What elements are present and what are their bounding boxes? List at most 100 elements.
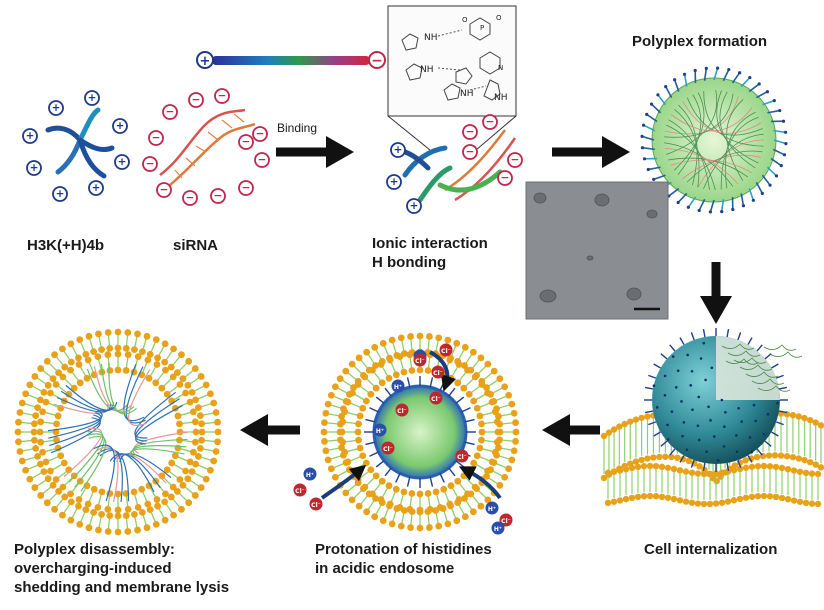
internalization-arrow: [700, 262, 732, 324]
inset-nh-label-4: NH: [494, 93, 508, 103]
endosome-arrow: [542, 414, 600, 446]
svg-text:+: +: [118, 156, 127, 168]
sphere-surface-peptides: [644, 328, 788, 472]
acidic-endosome: H⁺Cl⁻H⁺Cl⁻Cl⁻H⁺Cl⁻Cl⁻Cl⁻H⁺Cl⁻Cl⁻H⁺Cl⁻H⁺C…: [293, 332, 520, 535]
svg-text:Cl⁻: Cl⁻: [433, 370, 443, 377]
negative-charge-icon: −: [368, 51, 386, 69]
sirna-negative-charges: −−−−−−−−−−−−: [142, 88, 270, 206]
label-disassembly-line1: Polyplex disassembly:: [14, 541, 175, 558]
svg-text:−: −: [466, 146, 475, 158]
proton-ion-icon: H⁺: [391, 379, 405, 393]
endosome-ions: H⁺Cl⁻H⁺Cl⁻Cl⁻H⁺Cl⁻Cl⁻Cl⁻H⁺Cl⁻Cl⁻H⁺Cl⁻H⁺C…: [293, 343, 513, 535]
label-disassembly-line3: shedding and membrane lysis: [14, 579, 230, 596]
tem-micrograph: [525, 181, 669, 320]
svg-text:−: −: [160, 184, 169, 196]
positive-charge-icon: +: [390, 142, 406, 158]
positive-charge-icon: +: [84, 90, 100, 106]
svg-text:−: −: [152, 132, 161, 144]
polyplex-nanoparticle: [640, 66, 788, 214]
inset-nh-label-2: NH: [420, 65, 434, 75]
positive-charge-icon: +: [52, 186, 68, 202]
polyplex-peptide-fringe: [640, 66, 788, 214]
negative-charge-icon: −: [214, 88, 230, 104]
label-h3k: H3K(+H)4b: [27, 237, 105, 254]
negative-charge-icon: −: [142, 156, 158, 172]
svg-text:+: +: [410, 200, 419, 212]
positive-charge-icon: +: [88, 180, 104, 196]
disassembled-polyplex-endosome: [14, 328, 222, 536]
hydrogen-bond-inset: NH NH NH NH O O P N: [387, 5, 517, 151]
svg-text:H⁺: H⁺: [306, 472, 314, 479]
label-protonation-line1: Protonation of histidines: [315, 541, 492, 558]
svg-text:−: −: [242, 136, 251, 148]
svg-text:+: +: [30, 162, 39, 174]
label-sirna: siRNA: [173, 237, 219, 254]
chloride-ion-icon: Cl⁻: [309, 497, 323, 511]
chloride-ion-icon: Cl⁻: [395, 403, 409, 417]
charge-gradient-bar: + −: [196, 51, 386, 69]
svg-text:Cl⁻: Cl⁻: [457, 454, 467, 461]
complex-charges: +++−−−−−: [386, 114, 523, 214]
proton-influx-arrows: [320, 350, 502, 500]
sirna-double-helix: [159, 108, 256, 186]
negative-charge-icon: −: [507, 152, 523, 168]
negative-charge-icon: −: [162, 104, 178, 120]
chloride-ion-icon: Cl⁻: [413, 353, 427, 367]
svg-text:Cl⁻: Cl⁻: [415, 358, 425, 365]
positive-charge-icon: +: [196, 51, 214, 69]
negative-charge-icon: −: [188, 92, 204, 108]
svg-text:Cl⁻: Cl⁻: [431, 396, 441, 403]
svg-text:Cl⁻: Cl⁻: [383, 446, 393, 453]
disassembly-arrow: [240, 414, 300, 446]
positive-charge-icon: +: [112, 118, 128, 134]
svg-text:−: −: [218, 90, 227, 102]
negative-charge-icon: −: [497, 170, 513, 186]
svg-text:Cl⁻: Cl⁻: [295, 488, 305, 495]
inset-nh-label-3: NH: [460, 89, 474, 99]
endosome-polyplex-fringe: [364, 376, 476, 488]
chloride-ion-icon: Cl⁻: [293, 483, 307, 497]
positive-charge-icon: +: [406, 198, 422, 214]
inset-p-label: P: [480, 24, 484, 32]
svg-text:−: −: [186, 192, 195, 204]
inset-nh-label-1: NH: [424, 33, 438, 43]
svg-text:−: −: [511, 154, 520, 166]
negative-charge-icon: −: [210, 188, 226, 204]
label-ionic-line2: H bonding: [372, 254, 447, 271]
svg-text:Cl⁻: Cl⁻: [397, 408, 407, 415]
svg-text:−: −: [242, 182, 251, 194]
label-ionic-line1: Ionic interaction: [372, 235, 488, 252]
label-ionic-interaction: Ionic interaction H bonding: [372, 234, 488, 272]
svg-text:H⁺: H⁺: [394, 384, 402, 391]
positive-charge-icon: +: [26, 160, 42, 176]
negative-charge-icon: −: [252, 126, 268, 142]
svg-text:−: −: [466, 126, 475, 138]
internalized-polyplex-sphere: [644, 328, 803, 472]
label-cell-internalization: Cell internalization: [644, 541, 778, 558]
binding-arrow: [276, 136, 354, 168]
negative-charge-icon: −: [238, 134, 254, 150]
svg-text:+: +: [88, 92, 97, 104]
positive-charge-icon: +: [48, 100, 64, 116]
svg-text:H⁺: H⁺: [488, 506, 496, 513]
negative-charge-icon: −: [462, 144, 478, 160]
svg-text:H⁺: H⁺: [376, 428, 384, 435]
label-protonation-line2: in acidic endosome: [315, 560, 455, 577]
inset-o-label-2: O: [496, 14, 502, 22]
label-polyplex-disassembly: Polyplex disassembly: overcharging-induc…: [14, 540, 229, 597]
proton-ion-icon: H⁺: [303, 467, 317, 481]
proton-ion-icon: H⁺: [485, 501, 499, 515]
positive-charge-icon: +: [386, 174, 402, 190]
label-polyplex-formation: Polyplex formation: [632, 33, 768, 50]
chloride-ion-icon: Cl⁻: [439, 343, 453, 357]
h3k-peptide-illustration: [45, 107, 115, 179]
svg-text:+: +: [394, 144, 403, 156]
inset-o-label-1: O: [462, 16, 468, 24]
svg-text:+: +: [52, 102, 61, 114]
svg-text:−: −: [256, 128, 265, 140]
formation-arrow: [552, 136, 630, 168]
svg-text:H⁺: H⁺: [494, 526, 502, 533]
peptide-sirna-complex: [395, 129, 517, 203]
negative-charge-icon: −: [238, 180, 254, 196]
